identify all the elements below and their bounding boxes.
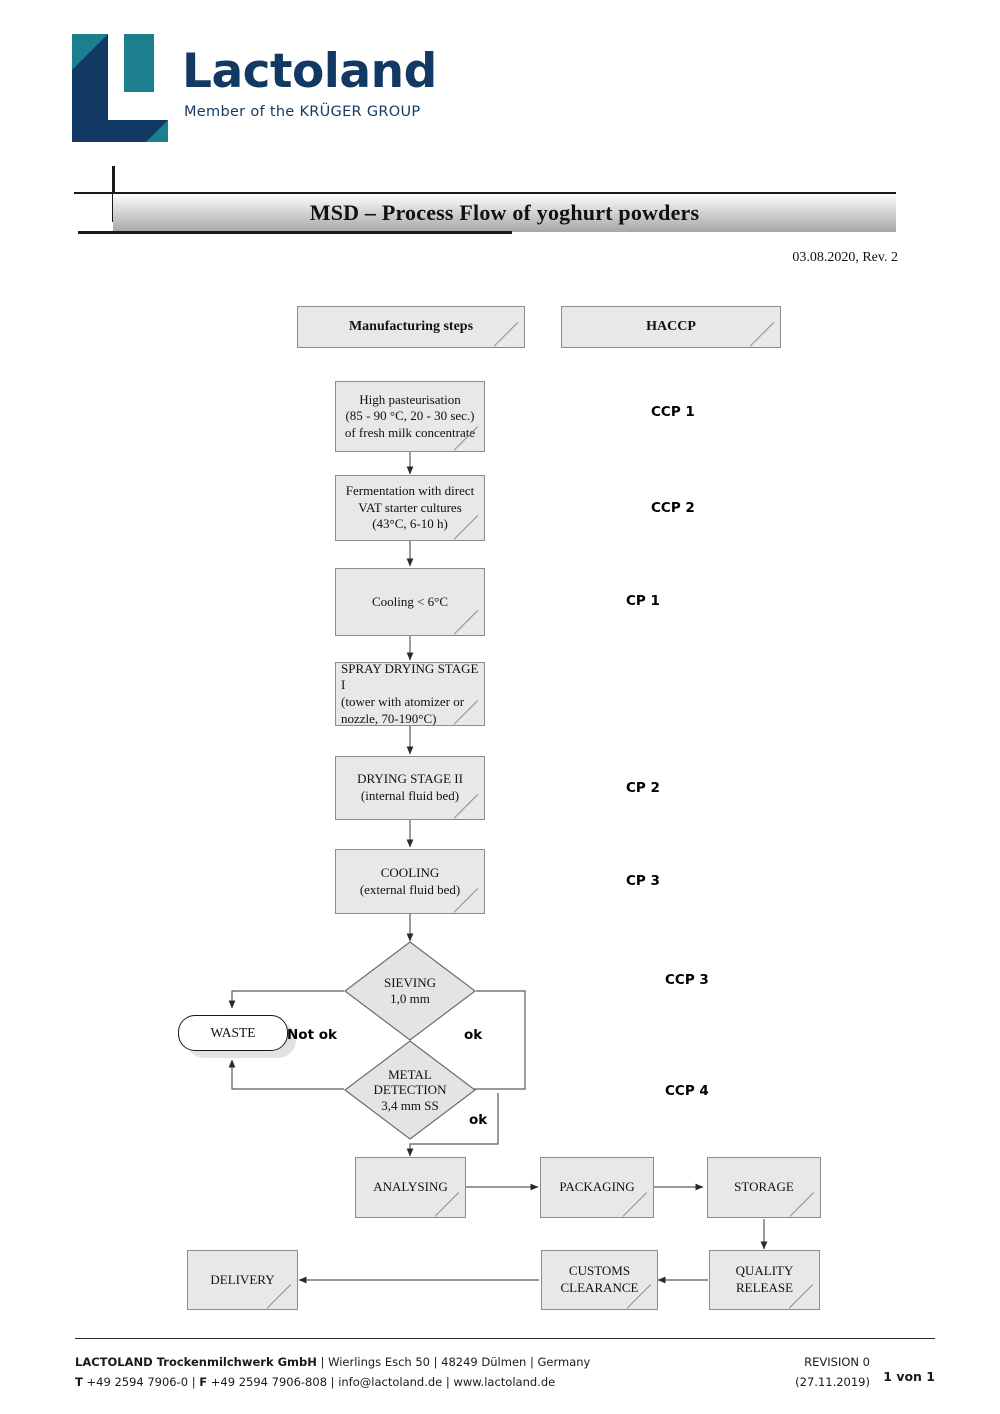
column-header-manufacturing-steps: Manufacturing steps xyxy=(297,306,525,348)
lactoland-logo: Lactoland Member of the KRÜGER GROUP xyxy=(72,34,472,149)
process-box-cooling-1[interactable]: Cooling < 6°C xyxy=(335,568,485,636)
page-title: MSD – Process Flow of yoghurt powders xyxy=(309,200,700,225)
footer-contact-rest: +49 2594 7906-808 | info@lactoland.de | … xyxy=(207,1375,556,1390)
box-line: nozzle, 70-190°C) xyxy=(341,710,437,726)
box-line: (43°C, 6-10 h) xyxy=(372,516,448,532)
decision-sieving[interactable]: SIEVING 1,0 mm xyxy=(344,941,476,1041)
process-box-analysing[interactable]: ANALYSING xyxy=(355,1157,466,1218)
box-line: of fresh milk concentrate xyxy=(344,424,476,440)
logo-tagline: Member of the KRÜGER GROUP xyxy=(184,104,421,120)
footer-page-number: 1 von 1 xyxy=(883,1369,935,1384)
process-box-storage[interactable]: STORAGE xyxy=(707,1157,821,1218)
box-line: CUSTOMS xyxy=(568,1263,631,1279)
box-line: CLEARANCE xyxy=(560,1280,639,1295)
haccp-label-cp2: CP 2 xyxy=(626,780,660,796)
column-header-haccp: HACCP xyxy=(561,306,781,348)
haccp-label-cp1: CP 1 xyxy=(626,593,660,609)
box-line: VAT starter cultures xyxy=(358,499,462,515)
waste-node-label: WASTE xyxy=(210,1025,256,1040)
box-line: (internal fluid bed) xyxy=(360,788,460,803)
box-line: RELEASE xyxy=(735,1280,794,1295)
footer-phone-prefix: T xyxy=(75,1375,83,1390)
haccp-label-ccp1: CCP 1 xyxy=(651,404,695,420)
edge-label-not-ok: Not ok xyxy=(287,1027,337,1043)
fold-corner-icon xyxy=(750,317,780,347)
box-line: Cooling < 6°C xyxy=(371,593,449,609)
footer-company-name: LACTOLAND Trockenmilchwerk GmbH xyxy=(75,1355,317,1369)
column-header-haccp-label: HACCP xyxy=(646,319,696,334)
process-box-cooling-2[interactable]: COOLING (external fluid bed) xyxy=(335,849,485,914)
process-box-customs-clearance[interactable]: CUSTOMS CLEARANCE xyxy=(541,1250,658,1310)
box-line: DRYING STAGE II xyxy=(357,771,463,787)
haccp-label-cp3: CP 3 xyxy=(626,873,660,889)
box-line: (external fluid bed) xyxy=(359,881,461,897)
box-line: (tower with atomizer or xyxy=(341,694,465,709)
process-box-fermentation[interactable]: Fermentation with direct VAT starter cul… xyxy=(335,475,485,541)
footer-revision-block: REVISION 0 (27.11.2019) xyxy=(795,1352,870,1392)
decision-metal-detection[interactable]: METAL DETECTION 3,4 mm SS xyxy=(344,1040,476,1140)
waste-node[interactable]: WASTE xyxy=(178,1015,288,1051)
column-header-steps-label: Manufacturing steps xyxy=(348,319,474,334)
box-line: STORAGE xyxy=(734,1179,794,1195)
logo-wordmark: Lactoland xyxy=(182,44,437,99)
box-line: COOLING xyxy=(380,864,440,880)
edge-label-ok-metal: ok xyxy=(469,1112,488,1128)
process-box-drying-stage-2[interactable]: DRYING STAGE II (internal fluid bed) xyxy=(335,756,485,820)
haccp-label-ccp4: CCP 4 xyxy=(665,1083,709,1099)
box-line: QUALITY xyxy=(735,1263,794,1279)
haccp-label-ccp3: CCP 3 xyxy=(665,972,709,988)
footer-fax-prefix: F xyxy=(199,1375,208,1390)
process-box-quality-release[interactable]: QUALITY RELEASE xyxy=(709,1250,820,1310)
process-box-spray-drying-stage-1[interactable]: SPRAY DRYING STAGE I (tower with atomize… xyxy=(335,660,485,726)
box-line: High pasteurisation xyxy=(359,391,461,407)
footer-contact-line: T +49 2594 7906-0 | F +49 2594 7906-808 … xyxy=(75,1372,590,1392)
haccp-label-ccp2: CCP 2 xyxy=(651,500,695,516)
box-line: SPRAY DRYING STAGE I xyxy=(341,660,479,693)
footer-company-block: LACTOLAND Trockenmilchwerk GmbH | Wierli… xyxy=(75,1352,590,1392)
footer-revision-date: (27.11.2019) xyxy=(795,1375,870,1390)
document-revision-line: 03.08.2020, Rev. 2 xyxy=(792,250,898,265)
process-box-delivery[interactable]: DELIVERY xyxy=(187,1250,298,1310)
title-horizontal-rule xyxy=(74,192,896,194)
box-line: (85 - 90 °C, 20 - 30 sec.) xyxy=(345,408,475,424)
box-line: DELIVERY xyxy=(210,1271,275,1287)
box-line: ANALYSING xyxy=(373,1179,448,1195)
document-title-bar: MSD – Process Flow of yoghurt powders xyxy=(113,194,896,232)
footer-phone: +49 2594 7906-0 | xyxy=(82,1375,200,1390)
logo-l-mark-icon xyxy=(72,34,168,142)
edge-label-ok-sieving: ok xyxy=(464,1027,483,1043)
footer-address-line: LACTOLAND Trockenmilchwerk GmbH | Wierli… xyxy=(75,1352,590,1372)
fold-corner-icon xyxy=(494,317,524,347)
box-line: Fermentation with direct xyxy=(345,483,475,499)
box-line: PACKAGING xyxy=(559,1179,635,1195)
process-box-packaging[interactable]: PACKAGING xyxy=(540,1157,654,1218)
title-underline-rule xyxy=(78,231,512,234)
footer-address: | Wierlings Esch 50 | 48249 Dülmen | Ger… xyxy=(316,1355,591,1369)
footer-divider xyxy=(75,1338,935,1339)
process-box-pasteurisation[interactable]: High pasteurisation (85 - 90 °C, 20 - 30… xyxy=(335,381,485,452)
footer-revision: REVISION 0 xyxy=(804,1355,870,1369)
